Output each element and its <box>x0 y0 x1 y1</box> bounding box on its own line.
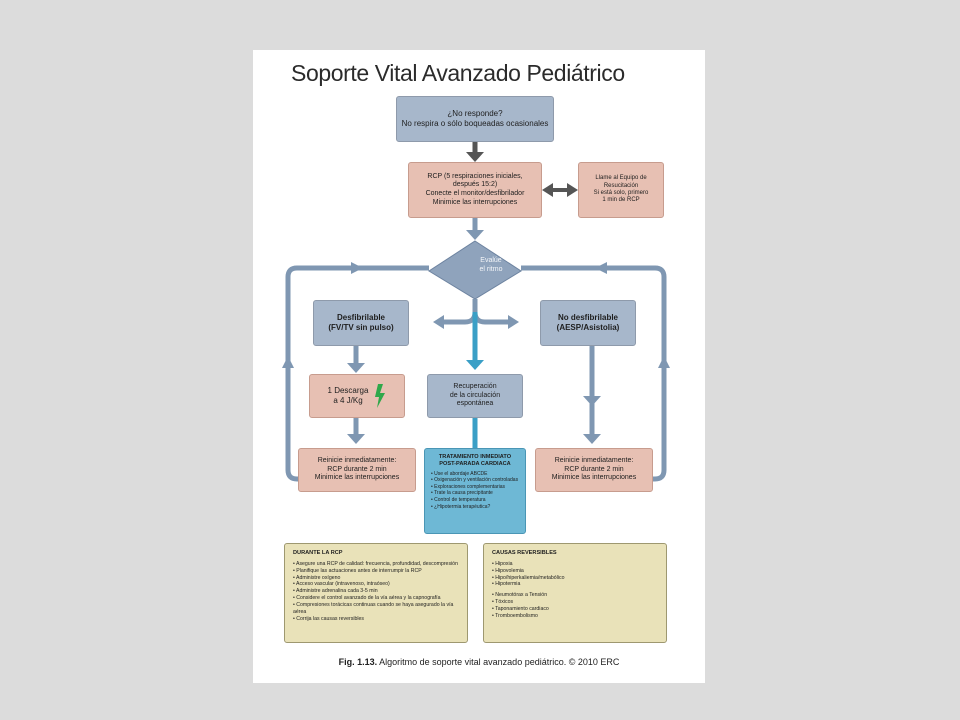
post-arrest-item: • Trate la causa precipitante <box>431 490 493 497</box>
resume-left-line2: RCP durante 2 min <box>327 465 387 473</box>
resume-left-line3: Minimice las interrupciones <box>314 474 400 482</box>
during-cpr-box: DURANTE LA RCP • Asegure una RCP de cali… <box>284 543 468 643</box>
post-arrest-item: • Exploraciones complementarias <box>431 483 506 490</box>
during-cpr-item: • Administre adrenalina cada 3-5 min <box>293 588 378 595</box>
reversible-item: • Neumotórax a Tensión <box>492 592 548 599</box>
resume-cpr-left-box: Reinicie inmediatamente: RCP durante 2 m… <box>298 448 416 492</box>
arrowhead-loop-right-top <box>595 262 607 274</box>
loop-right <box>521 265 667 482</box>
no-response-box: ¿No responde? No respira o sólo boqueada… <box>396 96 554 142</box>
during-cpr-title: DURANTE LA RCP <box>293 550 343 556</box>
reversible-item: • Taponamiento cardiaco <box>492 605 549 612</box>
arrowhead-shockable-shock <box>347 363 365 373</box>
reversible-causes-box: CAUSAS REVERSIBLES • Hipoxia • Hipovolem… <box>483 543 667 643</box>
reversible-group2: • Neumotórax a Tensión • Tóxicos • Tapon… <box>492 592 549 619</box>
connector-to-shockable <box>443 299 478 325</box>
arrowhead-shock-resume <box>347 434 365 444</box>
cpr-line2: después 15:2) <box>452 181 498 189</box>
post-arrest-item: • Control de temperatura <box>431 497 486 503</box>
post-arrest-item: • ¿Hipotermia terapéutica? <box>431 503 491 510</box>
arrowhead-loop-right-side <box>658 356 670 368</box>
arrowhead-start-rcp <box>466 152 484 162</box>
call-team-box: Llame al Equipo de Resucitación Si está … <box>578 162 664 218</box>
resume-right-line1: Reinicie inmediatamente: <box>554 457 634 465</box>
shock-box: 1 Descarga a 4 J/Kg <box>309 374 405 418</box>
figure-caption: Fig. 1.13. Algoritmo de soporte vital av… <box>253 657 705 667</box>
nonshockable-line1: No desfibrilable <box>557 313 618 323</box>
post-arrest-title2: POST-PARADA CARDIACA <box>439 460 511 467</box>
arrowhead-nonshockable-mid <box>583 396 601 406</box>
post-arrest-item: • Use el abordaje ABCDE <box>431 470 488 477</box>
post-arrest-title1: TRATAMIENTO INMEDIATO <box>438 454 512 460</box>
call-line3: Si está solo, primero <box>593 190 649 196</box>
shock-text: 1 Descarga a 4 J/Kg <box>328 386 369 406</box>
resume-cpr-right-box: Reinicie inmediatamente: RCP durante 2 m… <box>535 448 653 492</box>
resume-left-line1: Reinicie inmediatamente: <box>317 457 397 465</box>
post-arrest-box: TRATAMIENTO INMEDIATO POST-PARADA CARDIA… <box>424 448 526 534</box>
reversible-item: • Hipotermia <box>492 581 521 588</box>
during-cpr-item: • Administre oxígeno <box>293 574 341 581</box>
cpr-box: RCP (5 respiraciones iniciales, después … <box>408 162 542 218</box>
arrowhead-loop-left-top <box>351 262 363 274</box>
rosc-box: Recuperación de la circulación espontáne… <box>427 374 523 418</box>
shock-line2: a 4 J/Kg <box>333 396 363 405</box>
reversible-item: • Hipoxia <box>492 560 513 567</box>
shockable-line2: (FV/TV sin pulso) <box>328 323 394 332</box>
call-line1: Llame al Equipo de <box>595 175 647 182</box>
evaluate-line2: el ritmo <box>479 265 503 273</box>
evaluate-rhythm-label: Evalúe el ritmo <box>461 257 521 275</box>
reversible-item: • Tóxicos <box>492 599 514 606</box>
rosc-line1: Recuperación <box>453 383 497 391</box>
caption-label: Fig. 1.13. <box>338 657 378 667</box>
resume-right-line2: RCP durante 2 min <box>564 465 624 473</box>
cpr-line1: RCP (5 respiraciones iniciales, <box>427 172 523 180</box>
nonshockable-box: No desfibrilable (AESP/Asistolia) <box>540 300 636 346</box>
post-arrest-list: • Use el abordaje ABCDE • Oxigenación y … <box>431 471 518 511</box>
rosc-line3: espontánea <box>456 400 494 408</box>
shockable-box: Desfibrilable (FV/TV sin pulso) <box>313 300 409 346</box>
arrowhead-nonshockable-resume <box>583 434 601 444</box>
resume-right-line3: Minimice las interrupciones <box>551 474 637 482</box>
caption-text: Algoritmo de soporte vital avanzado pedi… <box>377 657 620 667</box>
no-response-line1: ¿No responde? <box>447 109 503 119</box>
during-cpr-item: • Asegure una RCP de calidad: frecuencia… <box>293 560 458 567</box>
arrowhead-to-nonshockable <box>508 315 519 329</box>
arrowhead-rcp-evaluate <box>466 230 484 240</box>
during-cpr-item: • Compresiones torácicas continuas cuand… <box>293 601 454 615</box>
loop-left <box>285 265 429 482</box>
cpr-line4: Minimice las interrupciones <box>432 198 518 206</box>
call-line2: Resucitación <box>603 182 639 189</box>
during-cpr-list: • Asegure una RCP de calidad: frecuencia… <box>293 561 459 623</box>
shockable-line1: Desfibrilable <box>336 313 385 323</box>
during-cpr-item: • Planifique las actuaciones antes de in… <box>293 567 422 574</box>
cpr-line3: Conecte el monitor/desfibrilador <box>425 190 525 197</box>
reversible-title: CAUSAS REVERSIBLES <box>492 550 557 556</box>
during-cpr-item: • Considere el control avanzado de la ví… <box>293 595 441 602</box>
page-title: Soporte Vital Avanzado Pediátrico <box>291 60 625 86</box>
flow-connectors <box>282 142 670 482</box>
post-arrest-item: • Oxigenación y ventilación controladas <box>431 477 519 484</box>
algorithm-page: Soporte Vital Avanzado Pediátrico <box>253 50 705 683</box>
arrowhead-loop-left-side <box>282 356 294 368</box>
rosc-line2: de la circulación <box>449 391 501 399</box>
lightning-bolt-icon <box>375 384 386 408</box>
connector-to-nonshockable <box>472 299 509 325</box>
reversible-item: • Hipo/hiperkaliemia/metabólico <box>492 574 565 581</box>
during-cpr-item: • Acceso vascular (intravenoso, intraóse… <box>293 581 390 588</box>
arrowhead-to-rosc <box>466 360 484 370</box>
shock-line1: 1 Descarga <box>327 386 369 396</box>
reversible-item: • Tromboembolismo <box>492 612 538 619</box>
reversible-item: • Hipovolemia <box>492 567 524 574</box>
call-line4: 1 min de RCP <box>602 197 640 204</box>
nonshockable-line2: (AESP/Asistolia) <box>556 323 620 332</box>
reversible-group1: • Hipoxia • Hipovolemia • Hipo/hiperkali… <box>492 561 564 588</box>
arrowhead-call <box>567 183 578 197</box>
evaluate-line1: Evalúe <box>480 257 502 264</box>
no-response-line2: No respira o sólo boqueadas ocasionales <box>401 119 549 128</box>
arrowhead-to-shockable <box>433 315 444 329</box>
during-cpr-item: • Corrija las causas reversibles <box>293 615 365 622</box>
arrowhead-rcp <box>542 183 553 197</box>
